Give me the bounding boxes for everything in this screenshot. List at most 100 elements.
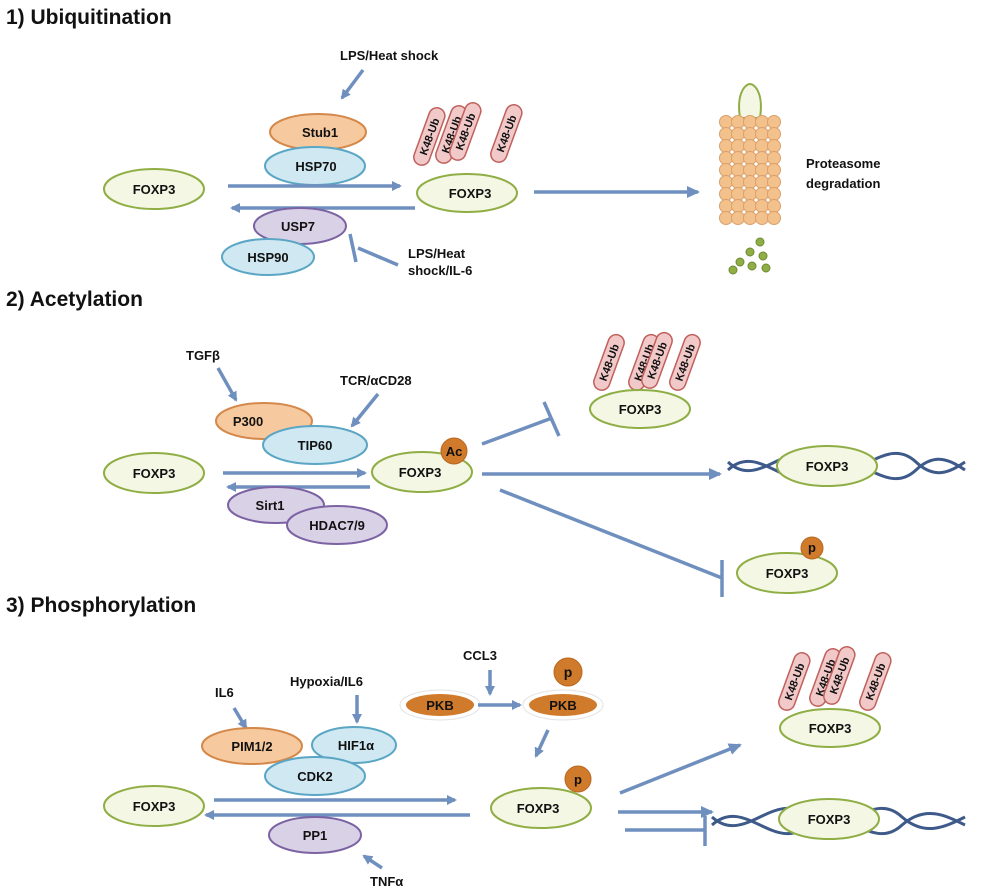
proteasome-subunit xyxy=(755,175,769,189)
stimulus-tgfb: TGFβ xyxy=(186,348,220,363)
proteasome-subunit xyxy=(731,139,745,153)
foxp3-node: FOXP3 xyxy=(103,785,205,827)
proteasome-subunit xyxy=(719,211,733,225)
foxp3-dna-node: FOXP3 xyxy=(776,445,878,487)
proteasome-subunit xyxy=(731,175,745,189)
stimulus-il6: IL6 xyxy=(215,685,234,700)
phospho-badge: p xyxy=(808,540,816,555)
proteasome-subunit xyxy=(719,127,733,141)
proteasome-label-line2: degradation xyxy=(806,176,880,191)
foxp3-ub-target-node: FOXP3 xyxy=(589,389,691,429)
il6-arrow xyxy=(232,707,248,730)
hif1a-label: HIF1α xyxy=(338,738,374,753)
foxp3-ub-target-node: FOXP3 xyxy=(779,708,881,748)
inhibition-line xyxy=(348,233,399,267)
proteasome-subunit xyxy=(767,115,781,129)
proteasome-subunit xyxy=(719,187,733,201)
hdac79-label: HDAC7/9 xyxy=(309,518,365,533)
proteasome-subunit xyxy=(731,187,745,201)
inhibit-ubiquitination xyxy=(481,401,561,446)
proteasome-subunit xyxy=(755,187,769,201)
inhibit-phosphorylation xyxy=(499,488,724,597)
proteasome-subunit xyxy=(743,127,757,141)
foxp3-label: FOXP3 xyxy=(133,182,176,197)
hdac79-node: HDAC7/9 xyxy=(286,505,388,545)
stimulus-tcr-acd28: TCR/αCD28 xyxy=(340,373,412,388)
pp1-label: PP1 xyxy=(303,828,328,843)
foxp3-phospho-target-node: FOXP3 p xyxy=(736,536,838,594)
hsp90-label: HSP90 xyxy=(247,250,288,265)
foxp3-label: FOXP3 xyxy=(808,812,851,827)
hif1a-node: HIF1α xyxy=(311,726,397,764)
tip60-node: TIP60 xyxy=(262,425,368,465)
stimulus-lps-heat-shock: LPS/Heat shock xyxy=(340,48,439,63)
phospho-badge: p xyxy=(574,772,582,787)
foxp3-label: FOXP3 xyxy=(619,402,662,417)
tip60-label: TIP60 xyxy=(298,438,333,453)
foxp3-node: FOXP3 xyxy=(103,168,205,210)
proteasome-subunit xyxy=(755,163,769,177)
section-title-phosphorylation: 3) Phosphorylation xyxy=(6,594,196,617)
stub1-node: Stub1 xyxy=(269,113,367,151)
proteasome-label-line1: Proteasome xyxy=(806,156,880,171)
proteasome-subunit xyxy=(743,163,757,177)
tcr-arrow xyxy=(350,392,380,428)
pkb-phosphorylated-node: PKB p xyxy=(522,657,604,721)
acetyl-badge: Ac xyxy=(446,444,463,459)
proteasome-subunit xyxy=(767,127,781,141)
inhibit-dna-binding xyxy=(625,816,707,846)
proteasome-subunit xyxy=(767,151,781,165)
proteasome-subunit xyxy=(719,115,733,129)
proteasome-subunit xyxy=(731,127,745,141)
pkb-to-foxp3-arrow xyxy=(534,729,550,758)
stub1-label: Stub1 xyxy=(302,125,338,140)
hsp90-node: HSP90 xyxy=(221,238,315,276)
foxp3-label: FOXP3 xyxy=(517,801,560,816)
proteasome-subunit xyxy=(719,151,733,165)
ub-chains-section3: K48-Ub K48-Ub K48-Ub K48-Ub xyxy=(778,646,892,711)
foxp3-label: FOXP3 xyxy=(449,186,492,201)
tgfb-arrow xyxy=(216,367,238,402)
pim12-label: PIM1/2 xyxy=(231,739,272,754)
cdk2-node: CDK2 xyxy=(264,756,366,796)
inhibitor-lps-heat-line2: shock/IL-6 xyxy=(408,263,472,278)
proteasome-subunit xyxy=(767,199,781,213)
proteasome-subunit xyxy=(767,211,781,225)
proteasome-icon xyxy=(719,82,781,275)
foxp3-label: FOXP3 xyxy=(133,466,176,481)
inhibitor-lps-heat-line1: LPS/Heat xyxy=(408,246,466,261)
proteasome-subunit xyxy=(731,151,745,165)
proteasome-subunit xyxy=(767,187,781,201)
proteasome-subunit xyxy=(743,115,757,129)
stimulus-arrow xyxy=(340,68,365,100)
hsp70-label: HSP70 xyxy=(295,159,336,174)
foxp3-node: FOXP3 xyxy=(103,452,205,494)
pkb-node: PKB xyxy=(399,689,481,721)
foxp3-label: FOXP3 xyxy=(809,721,852,736)
pkb-label: PKB xyxy=(426,698,453,713)
proteasome-subunit xyxy=(731,199,745,213)
proteasome-subunit xyxy=(731,115,745,129)
p300-label: P300 xyxy=(233,414,263,429)
proteasome-subunit xyxy=(719,199,733,213)
proteasome-subunit xyxy=(755,115,769,129)
proteasome-subunit xyxy=(731,211,745,225)
proteasome-subunit xyxy=(719,163,733,177)
usp7-label: USP7 xyxy=(281,219,315,234)
section-title-ubiquitination: 1) Ubiquitination xyxy=(6,6,172,29)
phospho-badge: p xyxy=(564,664,573,680)
foxp3-label: FOXP3 xyxy=(133,799,176,814)
proteasome-subunit xyxy=(755,151,769,165)
proteasome-subunit xyxy=(743,187,757,201)
proteasome-subunit xyxy=(719,175,733,189)
foxp3-dna-node: FOXP3 xyxy=(778,798,880,840)
pp1-node: PP1 xyxy=(268,816,362,854)
proteasome-subunit xyxy=(743,175,757,189)
foxp3-label: FOXP3 xyxy=(806,459,849,474)
proteasome-subunit xyxy=(731,163,745,177)
proteasome-subunit xyxy=(755,199,769,213)
pkb-label: PKB xyxy=(549,698,576,713)
proteasome-subunit xyxy=(755,211,769,225)
foxp3-ubiquitinated-node: FOXP3 xyxy=(416,173,518,213)
